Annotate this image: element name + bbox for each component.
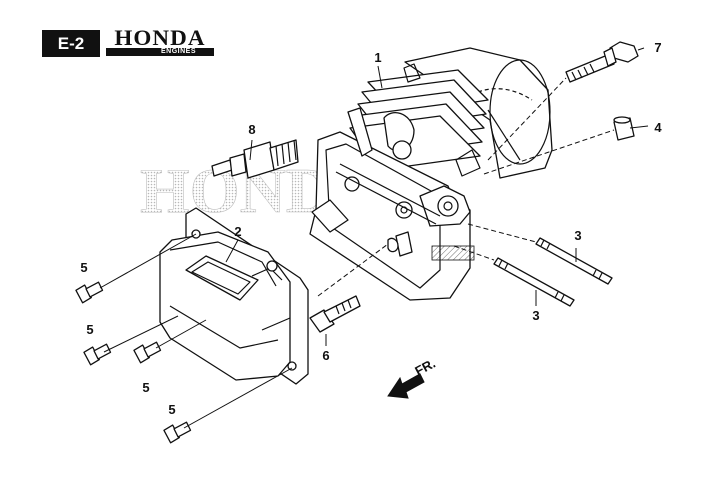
callout-4: 4 (654, 120, 662, 135)
front-direction-arrow: FR. (387, 356, 438, 399)
flange-bolt-5a (75, 281, 104, 304)
callout-1: 1 (374, 50, 381, 65)
callout-5d: 5 (168, 402, 175, 417)
flange-bolt-6 (309, 295, 361, 333)
brand-name: HONDA (114, 25, 206, 50)
leader-lines (99, 47, 649, 429)
callout-3-lower: 3 (532, 308, 539, 323)
honda-engines-logo: HONDA ENGINES (106, 25, 214, 56)
callout-2: 2 (234, 224, 241, 239)
flange-bolt-5d (163, 421, 192, 444)
callout-5b: 5 (86, 322, 93, 337)
callout-5c: 5 (142, 380, 149, 395)
flange-bolt-5b (83, 343, 112, 366)
callout-6: 6 (322, 348, 329, 363)
long-bolt (565, 41, 639, 83)
head-cover (159, 207, 309, 385)
callout-8: 8 (248, 122, 255, 137)
brand-subtitle: ENGINES (160, 48, 196, 55)
page-code-badge: E-2 (42, 30, 100, 57)
stud-bolt-upper (535, 237, 613, 285)
callout-3-upper: 3 (574, 228, 581, 243)
flange-bolt-5c (133, 341, 162, 364)
callout-7: 7 (654, 40, 661, 55)
brand-bar (106, 48, 214, 56)
dowel-pin (613, 116, 635, 141)
front-direction-label: FR. (412, 356, 438, 379)
stud-bolt-lower (493, 257, 575, 307)
cylinder-head (309, 47, 553, 301)
spark-plug (211, 139, 299, 179)
callout-5a: 5 (80, 260, 87, 275)
